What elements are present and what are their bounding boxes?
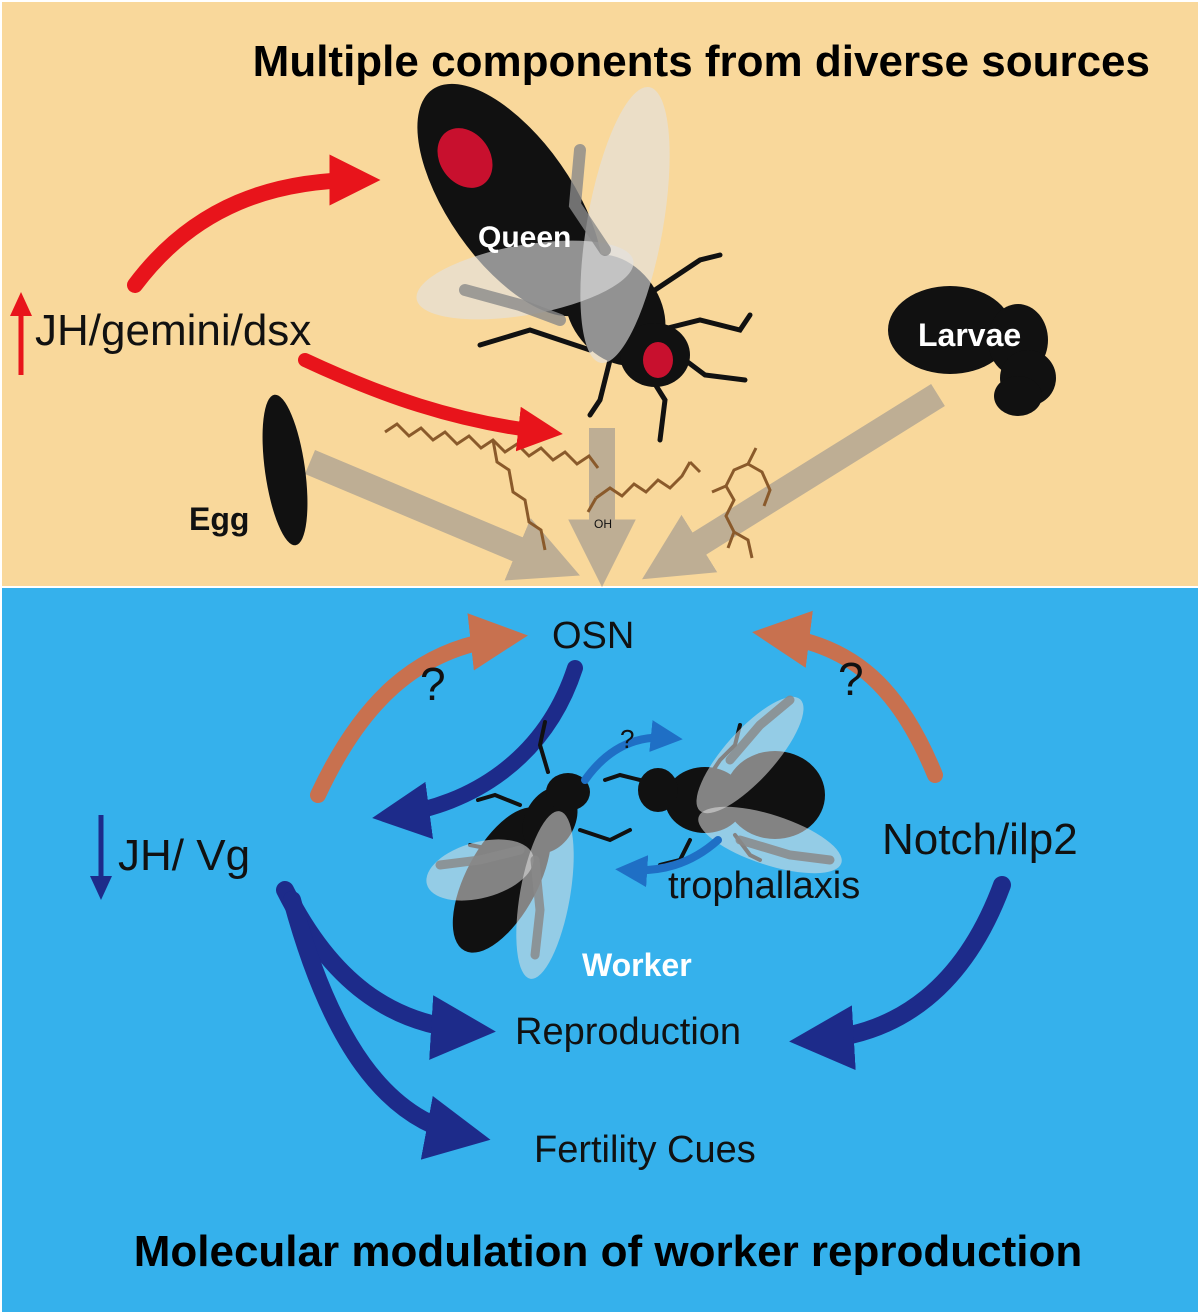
worker-bee-left-icon — [426, 720, 632, 979]
bottom-panel — [2, 588, 1198, 1312]
worker-bee-right-icon — [603, 695, 842, 874]
notch-to-osn-arrow — [752, 610, 943, 783]
larvae-to-osn-arrow — [642, 383, 945, 580]
osn-to-jh-vg-arrow — [372, 660, 583, 839]
notch-to-reproduction-arrow — [789, 876, 1011, 1071]
top-panel-title: Multiple components from diverse sources — [253, 37, 1150, 86]
jh-gemini-dsx-label: JH/gemini/dsx — [35, 306, 311, 355]
trophallaxis-arrow-bottom — [615, 836, 722, 888]
trophallaxis-label: trophallaxis — [668, 865, 860, 907]
notch-ilp2-label: Notch/ilp2 — [882, 815, 1078, 864]
larvae-label: Larvae — [918, 317, 1021, 353]
egg-label: Egg — [189, 501, 249, 537]
osn-label: OSN — [552, 615, 634, 657]
egg-icon — [262, 394, 308, 546]
question-right: ? — [838, 653, 864, 705]
jh-vg-to-fertility-cues-arrow — [283, 891, 491, 1160]
egg-to-osn-arrow — [304, 450, 580, 581]
question-left: ? — [420, 658, 446, 710]
molecule-oxo-acid — [586, 460, 702, 513]
queen-icon — [416, 83, 753, 443]
molecule-hydrocarbon — [384, 422, 600, 551]
reproduction-label: Reproduction — [515, 1011, 741, 1053]
molecule-oh-label: OH — [594, 517, 612, 531]
queen-label: Queen — [478, 221, 571, 254]
larvae-icon — [888, 286, 1056, 416]
worker-label: Worker — [582, 947, 692, 983]
jh-to-pheromone-arrow — [298, 353, 563, 452]
molecule-terpene — [711, 447, 772, 559]
up-arrow-icon — [10, 292, 32, 375]
down-arrow-icon — [90, 815, 112, 900]
trophallaxis-arrow-top — [581, 720, 683, 784]
fertility-cues-label: Fertility Cues — [534, 1129, 756, 1171]
jh-to-queen-arrow — [127, 154, 381, 293]
jh-vg-label: JH/ Vg — [118, 831, 250, 880]
jh-vg-to-osn-arrow — [310, 613, 528, 803]
question-trophallaxis: ? — [620, 724, 634, 754]
bottom-panel-title: Molecular modulation of worker reproduct… — [134, 1227, 1083, 1276]
